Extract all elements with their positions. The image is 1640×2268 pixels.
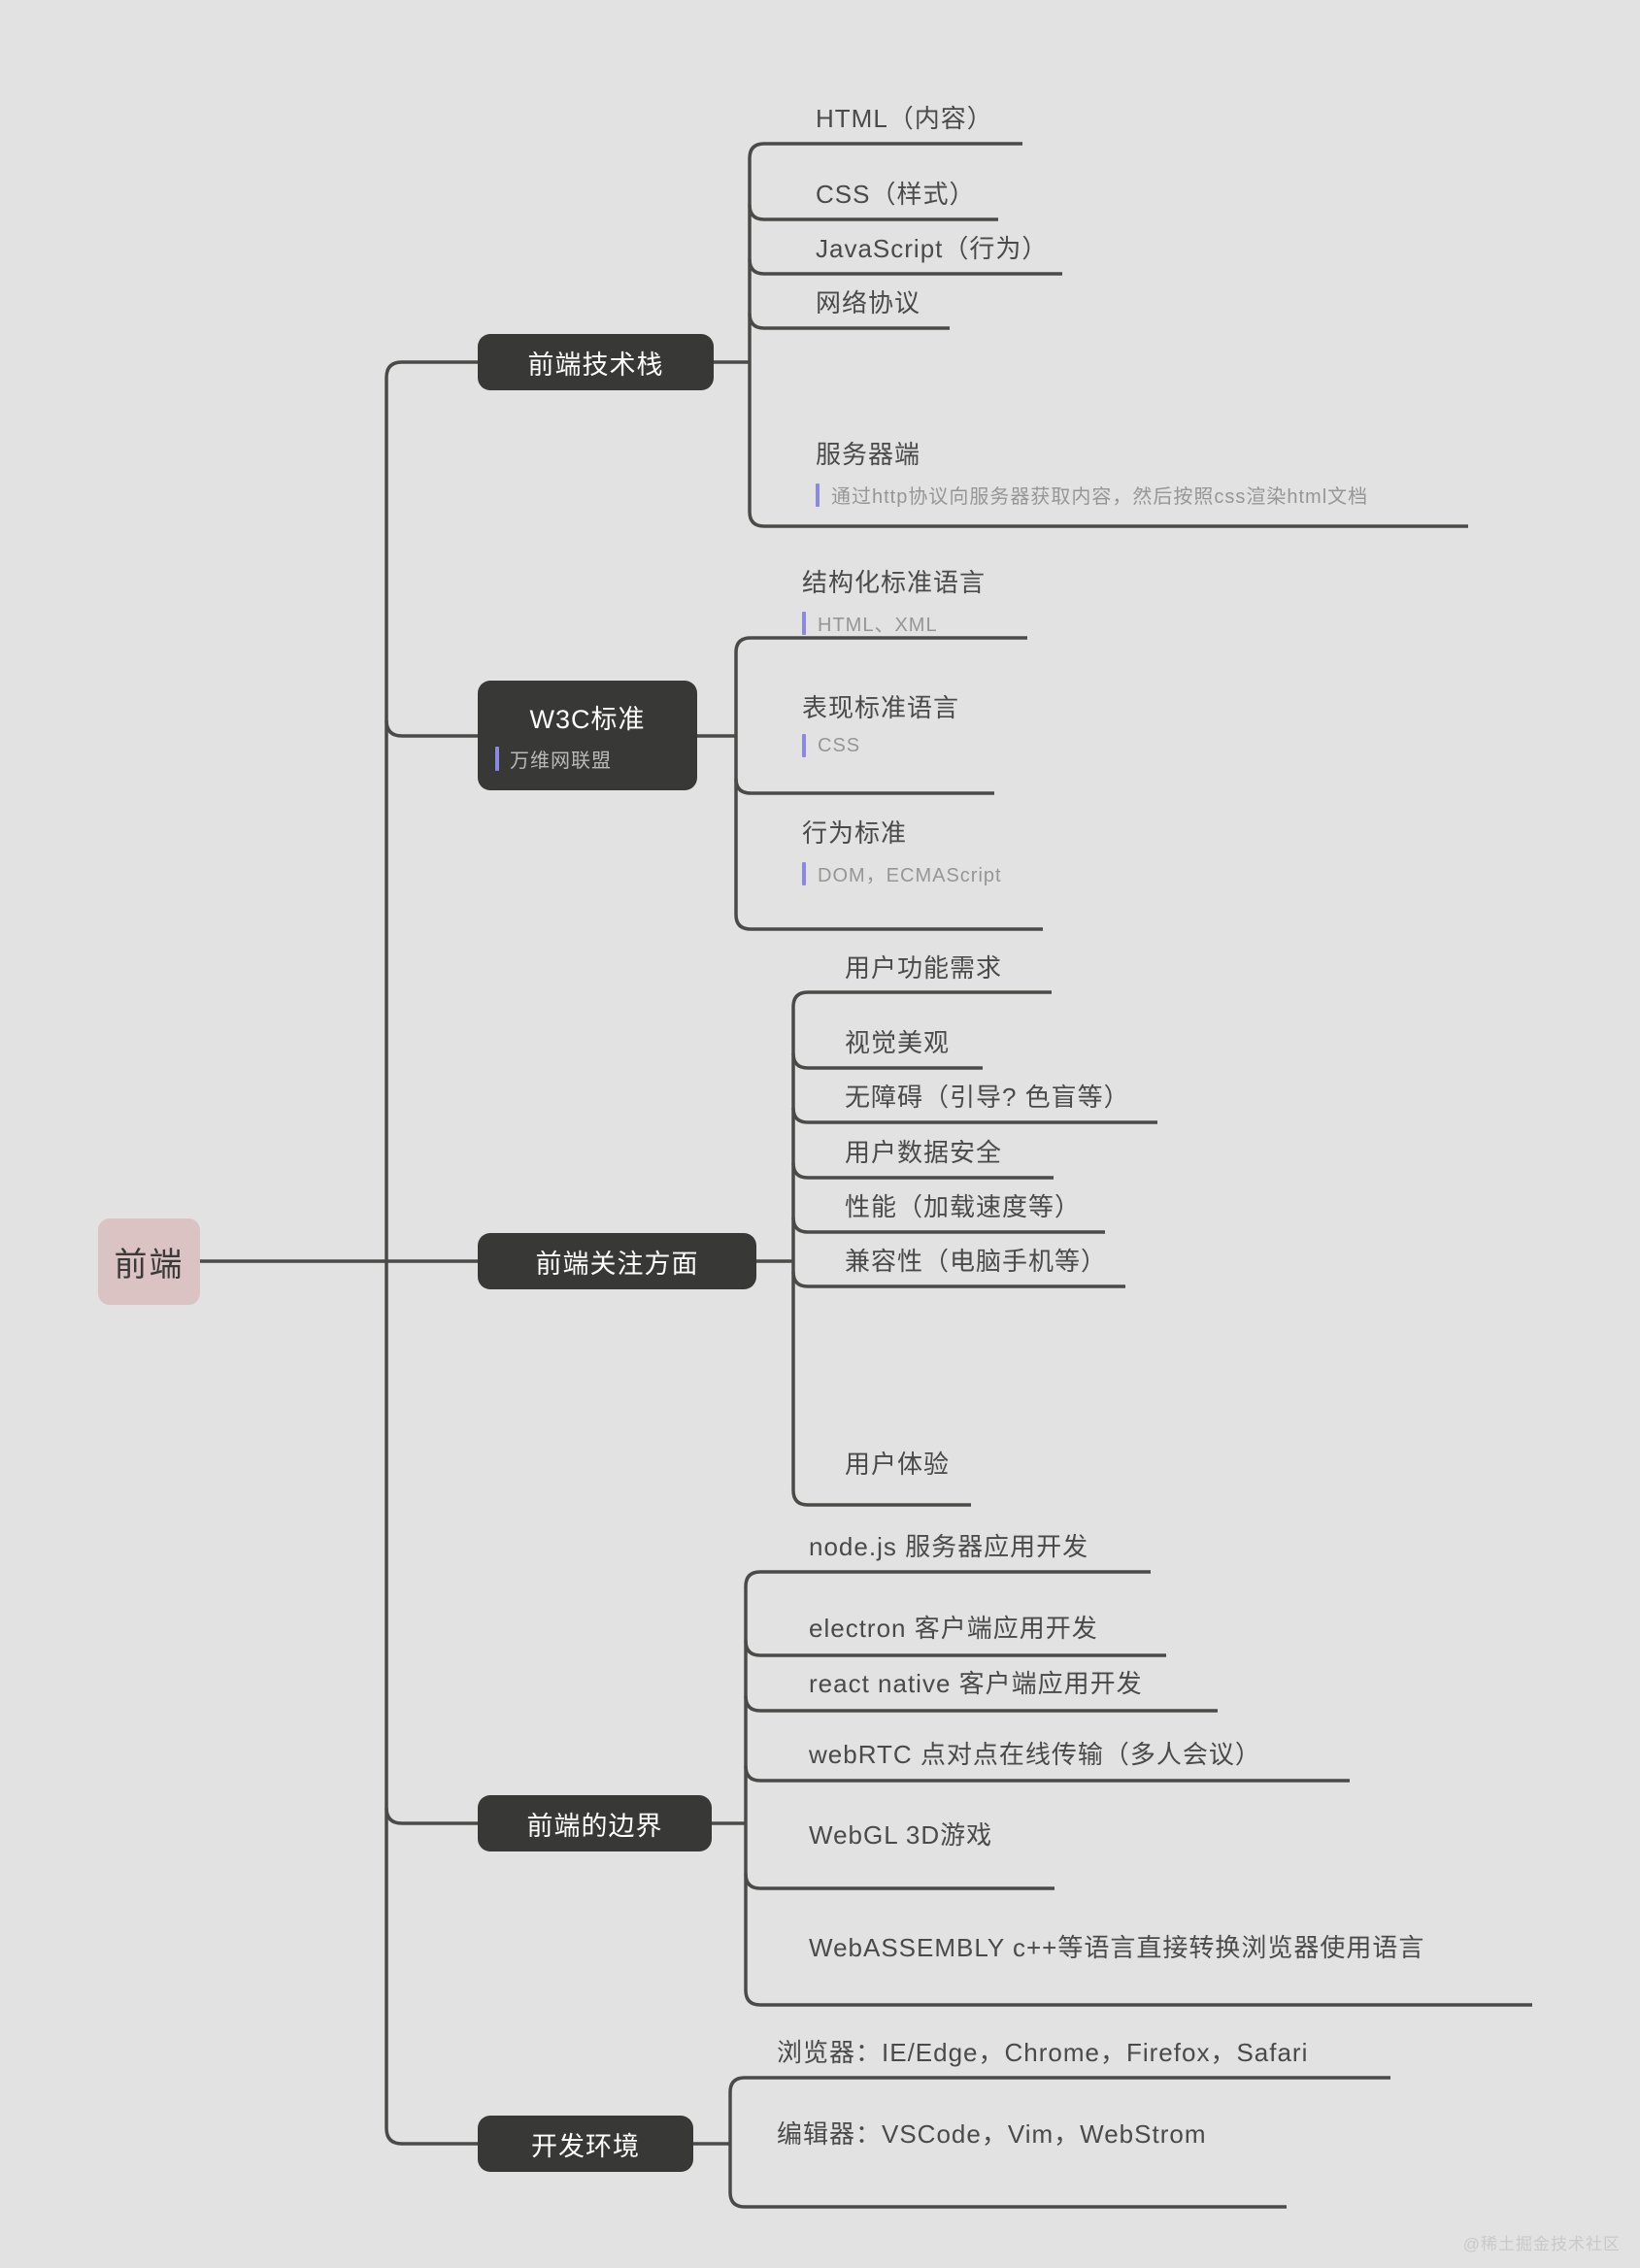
leaf-node[interactable]: WebGL 3D游戏 (809, 1818, 992, 1851)
leaf-note: CSS (802, 734, 959, 757)
leaf-node[interactable]: 网络协议 (816, 286, 920, 319)
leaf-node[interactable]: 用户数据安全 (845, 1136, 1002, 1169)
leaf-label: 用户功能需求 (845, 953, 1003, 983)
leaf-node[interactable]: 浏览器：IE/Edge，Chrome，Firefox，Safari (777, 2036, 1308, 2069)
leaf-label: 用户体验 (845, 1450, 951, 1479)
leaf-node[interactable]: 视觉美观 (845, 1026, 950, 1059)
leaf-label: 兼容性（电脑手机等） (845, 1247, 1108, 1276)
branch-node-dev-environment[interactable]: 开发环境 (478, 2116, 693, 2172)
branch-label: 前端技术栈 (527, 350, 664, 380)
leaf-label: 用户数据安全 (845, 1138, 1003, 1167)
watermark: @稀土掘金技术社区 (1462, 2235, 1621, 2253)
leaf-label: JavaScript（行为） (816, 234, 1049, 263)
leaf-label: electron 客户端应用开发 (809, 1614, 1098, 1643)
leaf-note: DOM，ECMAScript (802, 859, 1002, 887)
leaf-node[interactable]: 行为标准 DOM，ECMAScript (802, 817, 1002, 887)
branch-label: 前端关注方面 (535, 1249, 699, 1279)
leaf-label: 结构化标准语言 (802, 568, 987, 597)
leaf-node[interactable]: 无障碍（引导? 色盲等） (845, 1081, 1130, 1114)
leaf-node[interactable]: 表现标准语言 CSS (802, 691, 959, 757)
leaf-label: react native 客户端应用开发 (809, 1669, 1143, 1698)
branch-label: 前端的边界 (526, 1811, 663, 1841)
leaf-label: 无障碍（引导? 色盲等） (845, 1083, 1130, 1112)
leaf-label: WebGL 3D游戏 (809, 1820, 993, 1850)
leaf-note-text: 通过http协议向服务器获取内容，然后按照css渲染html文档 (831, 486, 1369, 508)
leaf-note-text: HTML、XML (818, 615, 938, 636)
root-node[interactable]: 前端 (98, 1218, 200, 1305)
leaf-label: CSS（样式） (816, 180, 976, 209)
leaf-node[interactable]: react native 客户端应用开发 (809, 1667, 1143, 1700)
leaf-node[interactable]: 结构化标准语言 HTML、XML (802, 566, 986, 637)
leaf-label: 视觉美观 (845, 1028, 951, 1057)
leaf-node[interactable]: 编辑器：VSCode，Vim，WebStrom (777, 2118, 1206, 2151)
branch-note-text: 万维网联盟 (510, 750, 612, 772)
leaf-node[interactable]: node.js 服务器应用开发 (809, 1530, 1088, 1563)
leaf-label: 浏览器：IE/Edge，Chrome，Firefox，Safari (777, 2038, 1309, 2067)
branch-node-frontend-concerns[interactable]: 前端关注方面 (478, 1233, 756, 1289)
leaf-label: node.js 服务器应用开发 (809, 1532, 1089, 1561)
leaf-node[interactable]: 用户功能需求 (845, 951, 1002, 984)
branch-label: W3C标准 (529, 705, 646, 734)
leaf-node[interactable]: 兼容性（电脑手机等） (845, 1245, 1107, 1278)
leaf-label: 表现标准语言 (802, 693, 960, 722)
leaf-label: webRTC 点对点在线传输（多人会议） (809, 1740, 1261, 1769)
leaf-note: HTML、XML (802, 609, 986, 637)
note-bar-icon (495, 747, 499, 771)
leaf-node[interactable]: electron 客户端应用开发 (809, 1612, 1098, 1645)
leaf-node[interactable]: webRTC 点对点在线传输（多人会议） (809, 1738, 1261, 1771)
leaf-node[interactable]: CSS（样式） (816, 178, 975, 211)
leaf-note-text: DOM，ECMAScript (818, 865, 1002, 886)
leaf-node[interactable]: HTML（内容） (816, 102, 993, 135)
leaf-note: 通过http协议向服务器获取内容，然后按照css渲染html文档 (816, 481, 1368, 509)
leaf-node[interactable]: 用户体验 (845, 1448, 950, 1481)
leaf-label: 服务器端 (816, 440, 921, 469)
leaf-node[interactable]: 服务器端 通过http协议向服务器获取内容，然后按照css渲染html文档 (816, 438, 1368, 509)
leaf-node[interactable]: WebASSEMBLY c++等语言直接转换浏览器使用语言 (809, 1931, 1424, 1964)
branch-label: 开发环境 (531, 2131, 640, 2161)
leaf-label: 网络协议 (816, 288, 921, 317)
branch-node-w3c-standard[interactable]: W3C标准 万维网联盟 (478, 681, 697, 790)
root-label: 前端 (114, 1247, 184, 1284)
leaf-label: 性能（加载速度等） (845, 1192, 1082, 1221)
leaf-label: HTML（内容） (816, 104, 993, 133)
leaf-label: 编辑器：VSCode，Vim，WebStrom (777, 2119, 1207, 2149)
leaf-label: 行为标准 (802, 818, 908, 848)
note-bar-icon (816, 483, 820, 507)
branch-note: 万维网联盟 (495, 745, 680, 773)
note-bar-icon (802, 734, 806, 757)
leaf-node[interactable]: 性能（加载速度等） (845, 1190, 1081, 1223)
leaf-node[interactable]: JavaScript（行为） (816, 232, 1048, 265)
branch-node-frontend-tech-stack[interactable]: 前端技术栈 (478, 334, 714, 390)
leaf-note-text: CSS (818, 734, 861, 756)
note-bar-icon (802, 611, 806, 635)
note-bar-icon (802, 861, 806, 885)
leaf-label: WebASSEMBLY c++等语言直接转换浏览器使用语言 (809, 1933, 1425, 1962)
branch-node-frontend-boundary[interactable]: 前端的边界 (478, 1795, 712, 1851)
